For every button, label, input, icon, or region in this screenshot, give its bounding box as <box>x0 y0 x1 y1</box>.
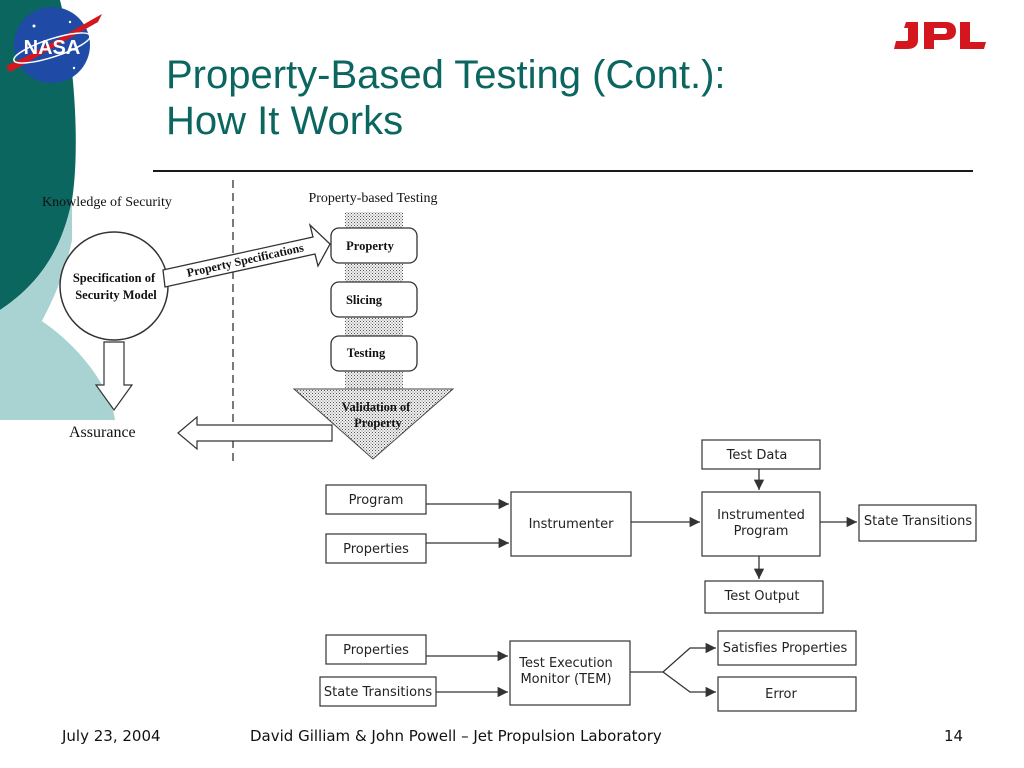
state-transitions-input-box: State Transitions <box>319 676 437 707</box>
circle-label-2: Security Model <box>75 288 157 302</box>
svg-text:State Transitions: State Transitions <box>324 685 432 700</box>
svg-text:Program: Program <box>734 524 789 539</box>
tem-box: Test Execution Monitor (TEM) <box>509 640 631 706</box>
svg-text:Program: Program <box>349 493 404 508</box>
svg-text:Test Output: Test Output <box>724 589 800 604</box>
arrow-tem-to-error <box>662 671 716 698</box>
nasa-logo: NASA <box>6 7 102 83</box>
svg-text:Instrumenter: Instrumenter <box>529 517 615 532</box>
circle-label-1: Specification of <box>73 271 156 285</box>
validation-arrowhead <box>292 388 455 460</box>
title-divider <box>153 170 973 172</box>
svg-text:State Transitions: State Transitions <box>864 514 972 529</box>
svg-text:NASA: NASA <box>24 37 81 59</box>
properties-box-2: Properties <box>325 634 427 665</box>
step-testing: Testing <box>330 335 418 372</box>
security-model-circle <box>59 231 169 341</box>
svg-text:Satisfies Properties: Satisfies Properties <box>723 641 848 656</box>
arrow-tem-to-satisfies <box>630 642 716 673</box>
svg-text:Properties: Properties <box>343 542 409 557</box>
validation-label-1: Validation of <box>342 400 411 414</box>
satisfies-properties-box: Satisfies Properties <box>717 630 857 666</box>
assurance-label: Assurance <box>69 424 136 441</box>
validation-label-2: Property <box>354 416 402 430</box>
svg-text:Slicing: Slicing <box>346 293 383 307</box>
svg-text:Properties: Properties <box>343 643 409 658</box>
svg-text:Monitor (TEM): Monitor (TEM) <box>520 672 611 687</box>
svg-text:Test Data: Test Data <box>726 448 788 463</box>
error-box: Error <box>717 676 857 712</box>
svg-text:Testing: Testing <box>347 346 386 360</box>
step-slicing: Slicing <box>330 281 418 318</box>
circle-down-arrow <box>94 341 134 412</box>
title-line-2: How It Works <box>166 99 404 143</box>
step-property: Property <box>330 227 418 264</box>
svg-text:Error: Error <box>765 687 797 702</box>
instrumenter-box: Instrumenter <box>510 491 632 557</box>
jpl-logo <box>894 22 986 49</box>
svg-text:Instrumented: Instrumented <box>717 508 805 523</box>
footer-authors: David Gilliam & John Powell – Jet Propul… <box>250 727 662 745</box>
test-output-box: Test Output <box>704 580 824 614</box>
test-data-box: Test Data <box>701 439 821 470</box>
slide-title: Property-Based Testing (Cont.): How It W… <box>166 52 726 144</box>
state-transitions-box: State Transitions <box>858 504 977 542</box>
svg-text:Property: Property <box>346 239 394 253</box>
program-box: Program <box>325 484 427 515</box>
instrumented-program-box: Instrumented Program <box>701 491 821 557</box>
assurance-arrow <box>177 415 333 451</box>
property-testing-heading: Property-based Testing <box>308 191 437 206</box>
properties-box: Properties <box>325 533 427 564</box>
svg-text:Test Execution: Test Execution <box>518 656 613 671</box>
footer-page-number: 14 <box>944 727 964 745</box>
footer-date: July 23, 2004 <box>62 727 161 745</box>
title-line-1: Property-Based Testing (Cont.): <box>166 53 726 97</box>
knowledge-heading: Knowledge of Security <box>42 195 172 210</box>
property-specifications-arrow <box>162 222 331 288</box>
